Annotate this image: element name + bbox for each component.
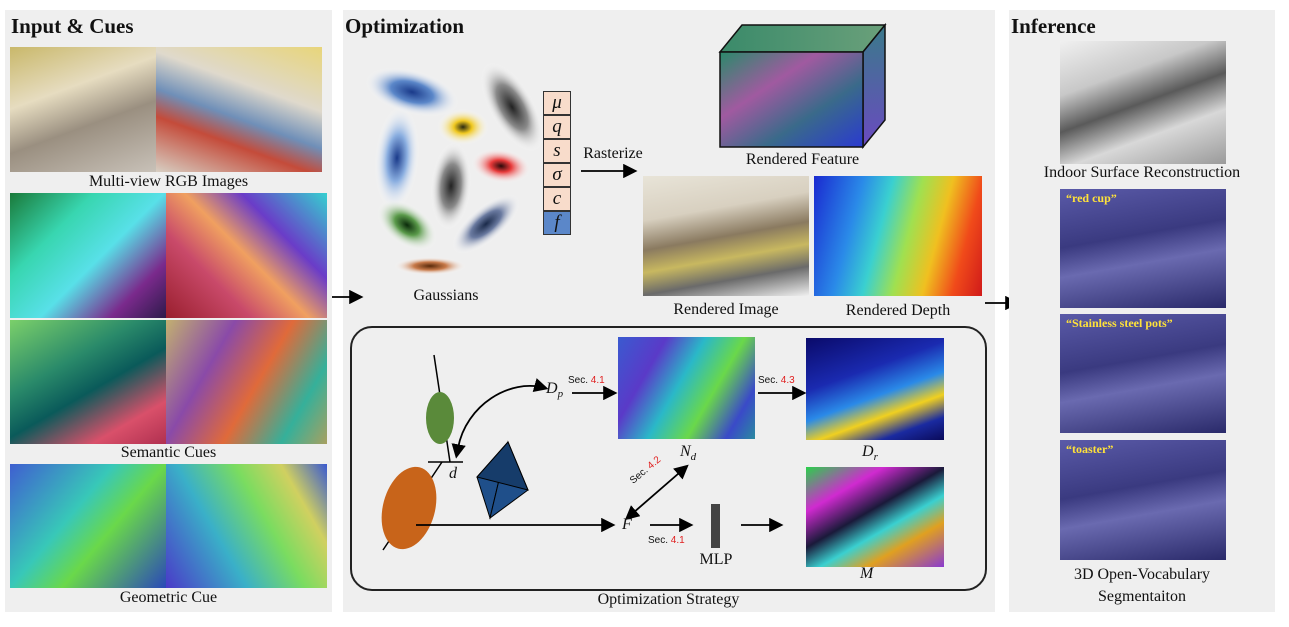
optimization-title: Optimization [345, 14, 464, 38]
input-title: Input & Cues [11, 14, 134, 38]
semantic-cue-3 [10, 320, 166, 444]
segmentation-result-2: “Stainless steel pots” [1060, 314, 1226, 433]
attr-f: f [543, 211, 571, 235]
rendered-depth [814, 176, 982, 296]
semantic-cue-2 [166, 193, 327, 318]
rgb-image-1 [10, 47, 156, 172]
normal-map [618, 337, 755, 439]
sec-label-mlp: Sec. 4.1 [648, 535, 685, 546]
query-label-2: “Stainless steel pots” [1066, 316, 1173, 330]
inference-title: Inference [1011, 14, 1096, 38]
dp-symbol: Dp [546, 380, 564, 401]
gaussian-gray [430, 142, 472, 230]
gaussian-dark [480, 62, 544, 152]
gaussian-orange [394, 257, 466, 275]
segmentation-caption-line2: Segmentaiton [1098, 588, 1186, 605]
gaussian-slate [452, 194, 520, 254]
segmentation-result-1: “red cup” [1060, 189, 1226, 308]
rendered-depth-caption: Rendered Depth [845, 302, 951, 319]
f-symbol: F [622, 516, 632, 533]
attr-sigma: σ [543, 163, 571, 187]
attr-q: q [543, 115, 571, 139]
rendered-image-caption: Rendered Image [673, 301, 779, 318]
semantic-cue-4 [166, 320, 327, 444]
gaussian-yellow [437, 109, 489, 145]
rgb-images-caption: Multi-view RGB Images [88, 173, 249, 190]
d-symbol: d [449, 465, 457, 482]
mask-map [806, 467, 944, 567]
dr-symbol: Dr [862, 443, 878, 464]
strategy-green-gaussian [426, 392, 454, 444]
geometric-cue-caption: Geometric Cue [119, 589, 218, 606]
gaussian-blue [365, 67, 459, 117]
m-symbol: M [860, 565, 874, 582]
rgb-image-2 [156, 47, 322, 172]
gaussian-red [471, 148, 531, 184]
rendered-image [643, 176, 809, 296]
attr-c: c [543, 187, 571, 211]
gaussians-caption: Gaussians [413, 287, 479, 304]
attr-s: s [543, 139, 571, 163]
optimization-strategy-caption: Optimization Strategy [597, 591, 740, 608]
gaussian-sky [374, 106, 420, 210]
segmentation-result-3: “toaster” [1060, 440, 1226, 560]
sec-label-dr: Sec. 4.3 [758, 375, 795, 386]
query-label-3: “toaster” [1066, 442, 1114, 456]
semantic-cues-caption: Semantic Cues [120, 444, 217, 461]
semantic-cue-1 [10, 193, 166, 318]
nd-symbol: Nd [680, 443, 697, 464]
sec-label-dp: Sec. 4.1 [568, 375, 605, 386]
segmentation-caption-line1: 3D Open-Vocabulary [1073, 566, 1211, 583]
depth-residual-map [806, 338, 944, 440]
octahedron-icon [476, 440, 529, 520]
query-label-1: “red cup” [1066, 191, 1117, 205]
geometric-cue-1 [10, 464, 166, 588]
surface-reconstruction-caption: Indoor Surface Reconstruction [1043, 164, 1241, 181]
surface-reconstruction-image [1060, 41, 1226, 164]
geometric-cue-2 [166, 464, 327, 588]
attr-mu: μ [543, 91, 571, 115]
rasterize-label: Rasterize [583, 145, 643, 162]
mlp-block [711, 504, 720, 548]
gaussian-green [376, 199, 438, 251]
strategy-orange-gaussian [381, 466, 437, 550]
rendered-feature-caption: Rendered Feature [745, 151, 860, 168]
mlp-label: MLP [699, 551, 733, 568]
